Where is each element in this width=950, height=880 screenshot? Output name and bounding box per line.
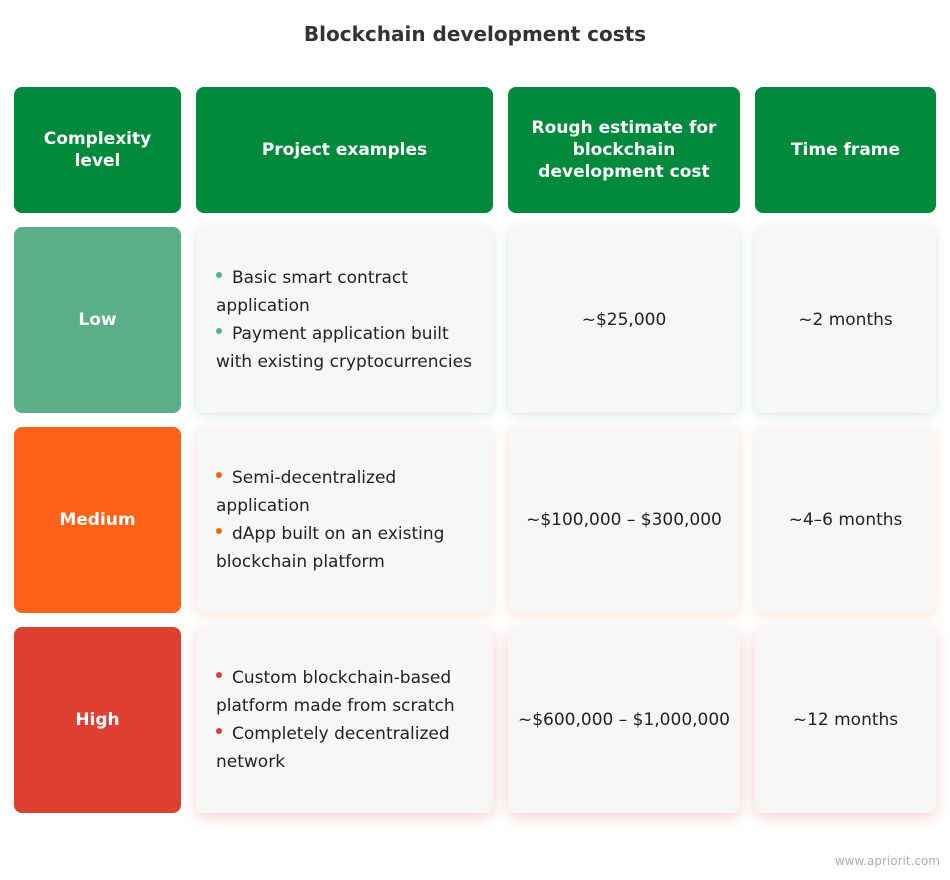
- examples-high: Custom blockchain-based platform made fr…: [196, 627, 493, 813]
- list-item: Completely decentralized network: [216, 720, 477, 776]
- list-item: Payment application built with existing …: [216, 320, 477, 376]
- bullet-icon: [216, 328, 222, 334]
- example-text: Payment application built with existing …: [216, 324, 472, 372]
- level-medium: Medium: [14, 427, 181, 613]
- example-text: dApp built on an existing blockchain pla…: [216, 524, 445, 572]
- estimate-high: ~$600,000 – $1,000,000: [508, 627, 740, 813]
- bullet-icon: [216, 728, 222, 734]
- level-low: Low: [14, 227, 181, 413]
- list-item: dApp built on an existing blockchain pla…: [216, 520, 477, 576]
- cost-table: Complexity level Project examples Rough …: [14, 87, 936, 813]
- examples-medium: Semi-decentralized application dApp buil…: [196, 427, 493, 613]
- header-timeframe: Time frame: [755, 87, 936, 213]
- examples-low: Basic smart contract application Payment…: [196, 227, 493, 413]
- timeframe-low: ~2 months: [755, 227, 936, 413]
- bullet-icon: [216, 272, 222, 278]
- header-complexity: Complexity level: [14, 87, 181, 213]
- timeframe-medium: ~4–6 months: [755, 427, 936, 613]
- watermark: www.apriorit.com: [834, 854, 940, 868]
- level-high: High: [14, 627, 181, 813]
- bullet-icon: [216, 472, 222, 478]
- example-text: Semi-decentralized application: [216, 468, 397, 516]
- estimate-medium: ~$100,000 – $300,000: [508, 427, 740, 613]
- header-examples: Project examples: [196, 87, 493, 213]
- list-item: Basic smart contract application: [216, 264, 477, 320]
- example-text: Completely decentralized network: [216, 724, 450, 772]
- list-item: Custom blockchain-based platform made fr…: [216, 664, 477, 720]
- example-text: Custom blockchain-based platform made fr…: [216, 668, 455, 716]
- bullet-icon: [216, 672, 222, 678]
- estimate-low: ~$25,000: [508, 227, 740, 413]
- bullet-icon: [216, 528, 222, 534]
- example-text: Basic smart contract application: [216, 268, 408, 316]
- list-item: Semi-decentralized application: [216, 464, 477, 520]
- page-title: Blockchain development costs: [303, 22, 647, 46]
- header-estimate: Rough estimate for blockchain developmen…: [508, 87, 740, 213]
- timeframe-high: ~12 months: [755, 627, 936, 813]
